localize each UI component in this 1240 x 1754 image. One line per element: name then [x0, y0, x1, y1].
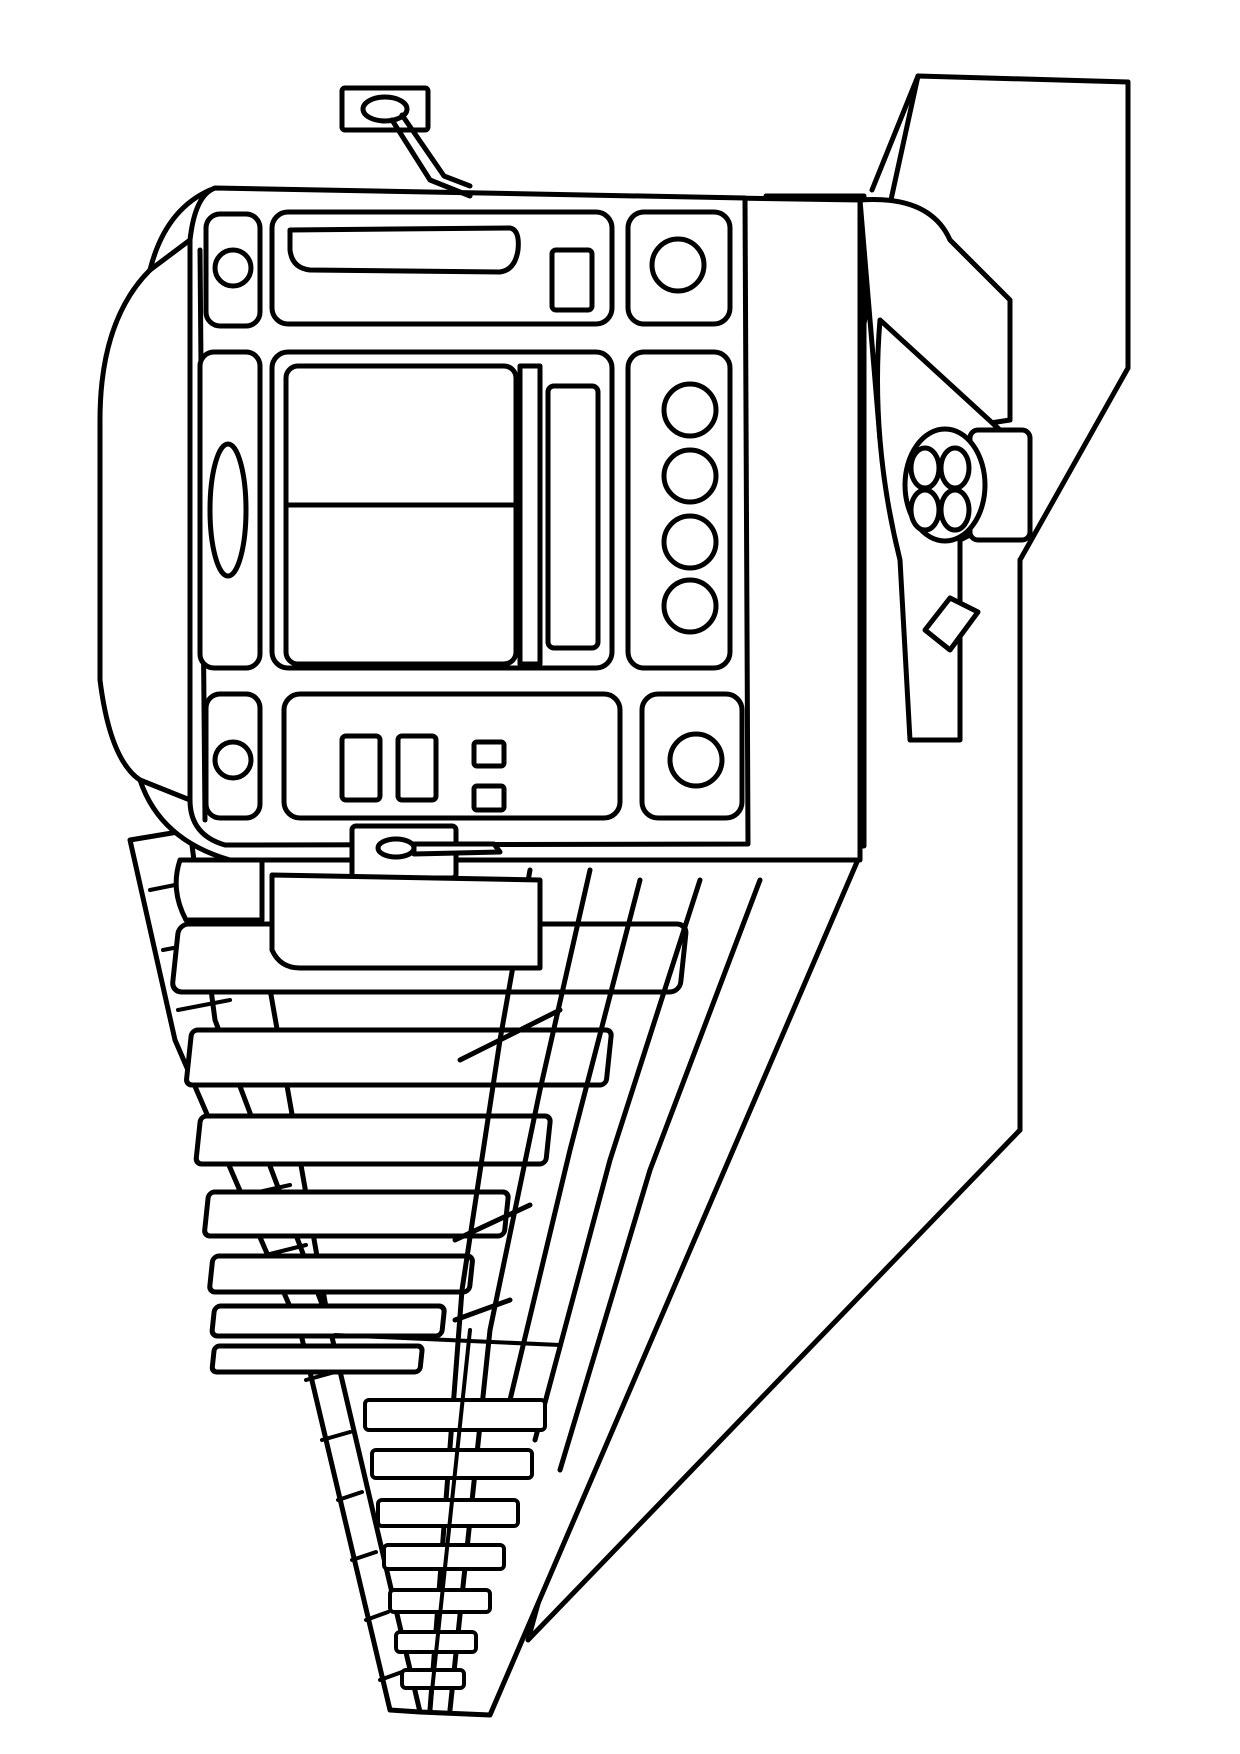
train-front	[97, 185, 863, 863]
side-cab	[857, 197, 1033, 743]
pantograph	[339, 85, 473, 199]
coupler-plate	[173, 823, 543, 971]
